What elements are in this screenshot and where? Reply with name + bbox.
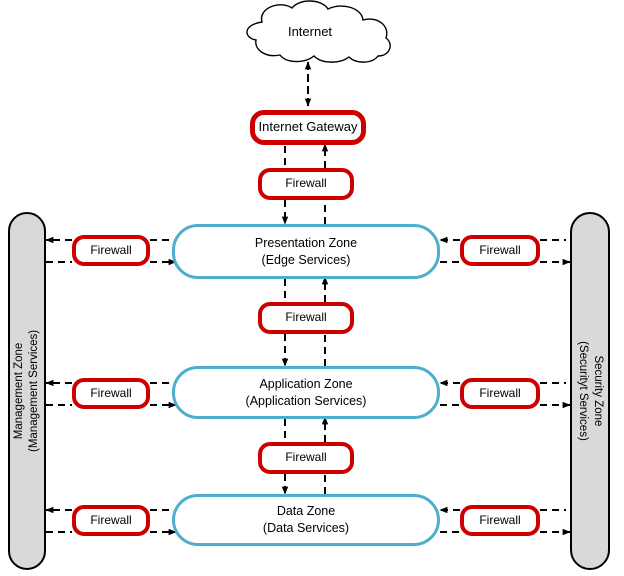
zone-title: Application Zone (259, 376, 353, 391)
wire-management-data (45, 506, 177, 536)
firewall-label: Firewall (285, 450, 327, 465)
wire-security-data (439, 506, 571, 536)
firewall-gateway-uplink[interactable]: Firewall (258, 168, 354, 200)
rail-title: Management Zone (13, 342, 26, 440)
firewall-management-application[interactable]: Firewall (72, 378, 150, 409)
firewall-management-presentation[interactable]: Firewall (72, 235, 150, 266)
firewall-label: Firewall (479, 242, 521, 257)
zone-subtitle: (Data Services) (262, 521, 350, 535)
firewall-label: Firewall (90, 512, 132, 527)
rail-title: Security Zone (591, 355, 604, 427)
wire-firewall2-application (281, 334, 326, 367)
rail-subtitle: (Securityt Services) (577, 341, 589, 441)
zone-application[interactable]: Application Zone (Application Services) (172, 366, 440, 419)
firewall-label: Firewall (479, 385, 521, 400)
firewall-label: Firewall (285, 310, 327, 325)
zone-presentation[interactable]: Presentation Zone (Edge Services) (172, 224, 440, 279)
zone-title: Presentation Zone (254, 235, 358, 250)
wire-firewall3-data (281, 474, 326, 495)
internet-gateway-label: Internet Gateway (258, 119, 358, 135)
zone-management-rail[interactable]: Management Zone (Management Services) (8, 212, 46, 570)
wire-security-application (439, 379, 571, 409)
firewall-management-data[interactable]: Firewall (72, 505, 150, 536)
wire-application-firewall3 (284, 416, 329, 442)
firewall-label: Firewall (479, 512, 521, 527)
firewall-label: Firewall (90, 242, 132, 257)
wire-management-application (45, 379, 177, 409)
internet-gateway-node[interactable]: Internet Gateway (250, 110, 366, 145)
zone-title: Data Zone (276, 504, 336, 519)
rail-subtitle: (Management Services) (28, 329, 41, 453)
internet-cloud-icon (246, 0, 391, 63)
firewall-security-presentation[interactable]: Firewall (460, 235, 540, 266)
firewall-application-data[interactable]: Firewall (258, 442, 354, 474)
zone-data[interactable]: Data Zone (Data Services) (172, 494, 440, 546)
firewall-presentation-application[interactable]: Firewall (258, 302, 354, 334)
rail-text: Security Zone (Securityt Services) (575, 341, 605, 441)
zone-subtitle: (Edge Services) (261, 252, 351, 267)
firewall-label: Firewall (285, 176, 327, 191)
wire-firewall-presentation (281, 200, 326, 225)
rail-text: Management Zone (Management Services) (12, 330, 42, 452)
wire-management-presentation (45, 236, 177, 266)
firewall-security-application[interactable]: Firewall (460, 378, 540, 409)
wire-security-presentation (439, 236, 571, 266)
wire-gateway-firewall (284, 143, 329, 168)
zone-subtitle: (Application Services) (245, 393, 367, 408)
wire-presentation-firewall2 (284, 276, 329, 302)
firewall-security-data[interactable]: Firewall (460, 505, 540, 536)
internet-label: Internet (287, 24, 333, 39)
firewall-label: Firewall (90, 385, 132, 400)
zone-security-rail[interactable]: Security Zone (Securityt Services) (570, 212, 610, 570)
